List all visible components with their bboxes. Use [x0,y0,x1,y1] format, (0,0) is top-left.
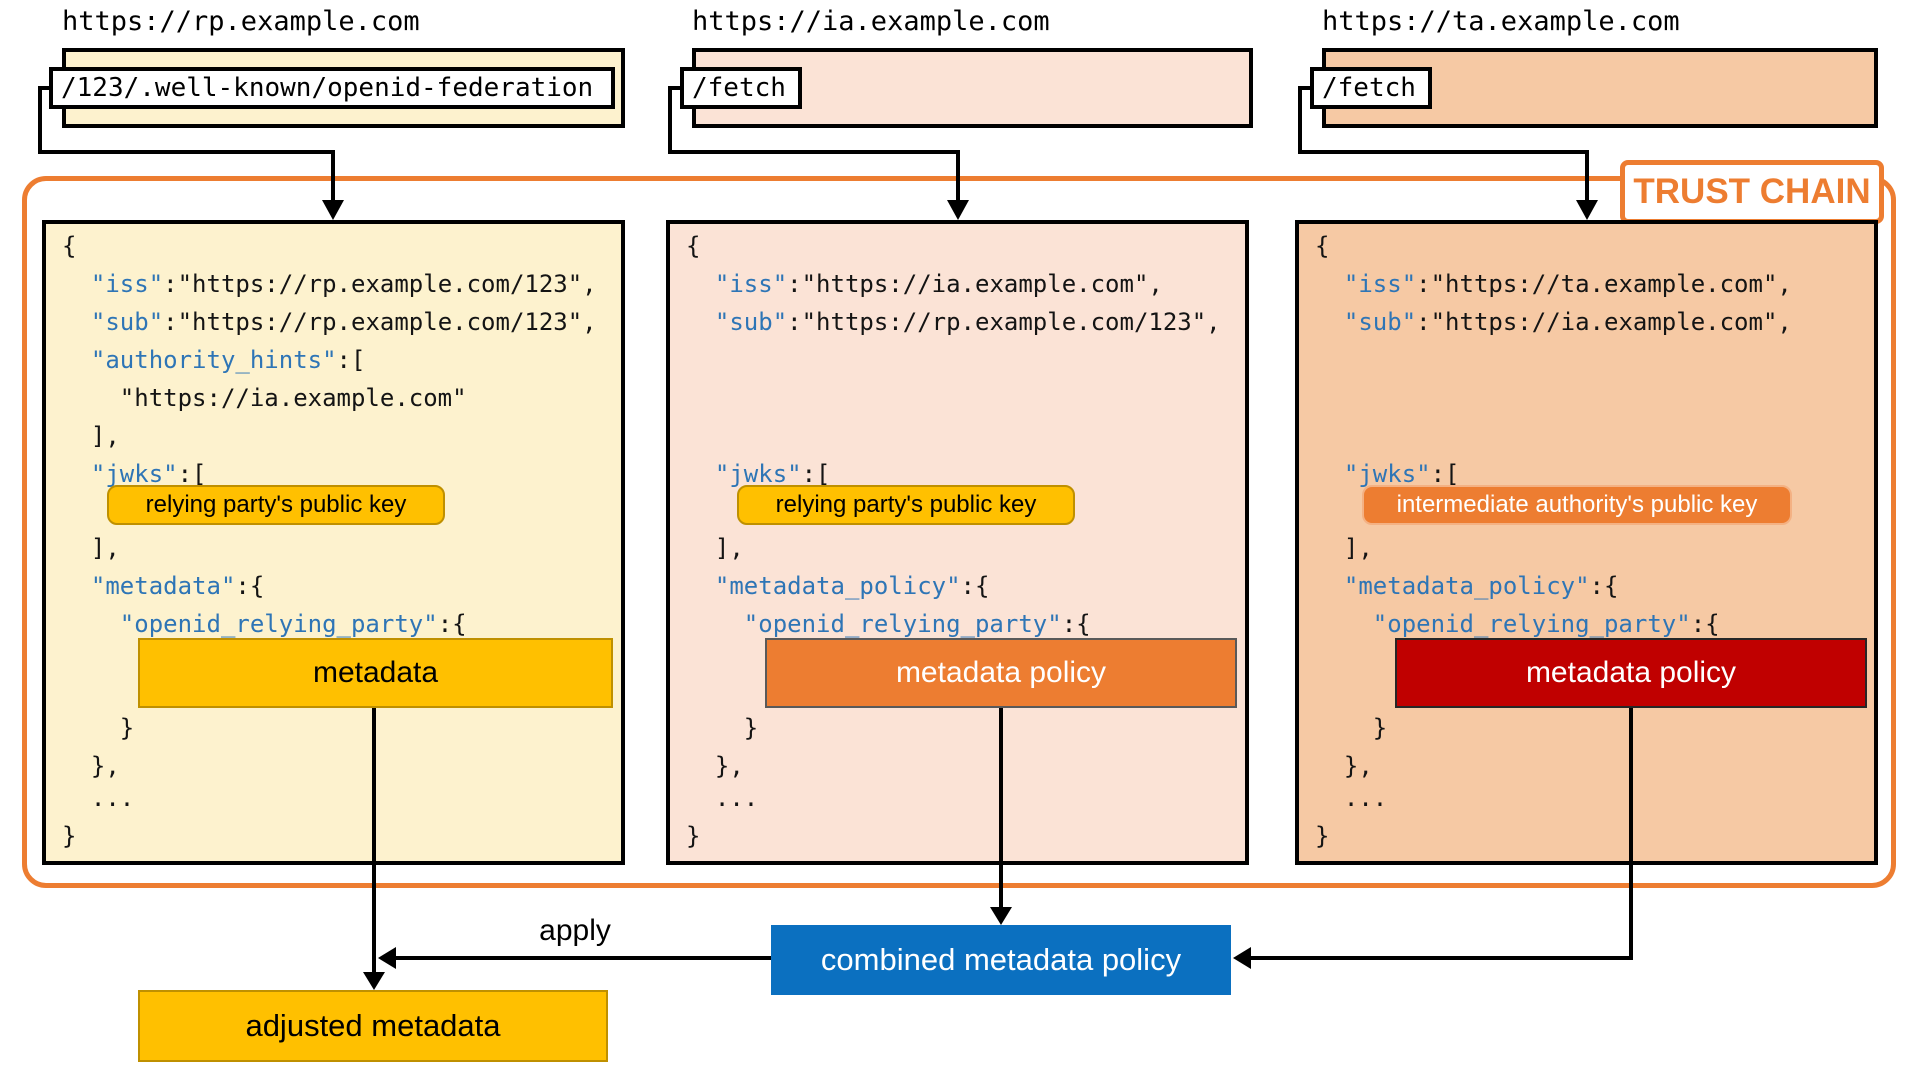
code-line: ... [62,784,135,812]
code-line: }, [686,752,744,780]
code-line: "metadata_policy":{ [714,572,990,600]
code-line: } [686,822,701,850]
code-line: "openid_relying_party":{ [743,610,1091,638]
rp-metadata-chip: metadata [138,638,613,708]
code-line: } [686,714,759,742]
code-line: { [1315,232,1330,260]
code-line: } [1315,714,1388,742]
code-line: ... [1315,784,1388,812]
code-line: "openid_relying_party":{ [119,610,467,638]
ia-fetch-path-box: /fetch [680,67,802,109]
code-line: ], [62,422,120,450]
rp-origin-label: https://rp.example.com [62,6,420,37]
code-line: ... [686,784,759,812]
code-line: "metadata":{ [90,572,265,600]
trust-chain-label: TRUST CHAIN [1620,160,1884,224]
code-line: "jwks":[ [714,460,831,488]
ta-fetch-path-box: /fetch [1310,67,1432,109]
rp-public-key-badge: relying party's public key [107,485,445,525]
code-line: "iss":"https://ia.example.com", [714,270,1163,298]
ia-metadata-policy-chip: metadata policy [765,638,1237,708]
code-line: { [686,232,701,260]
ta-origin-label: https://ta.example.com [1322,6,1680,37]
code-line: }, [1315,752,1373,780]
code-line: ], [62,534,120,562]
combined-metadata-policy-box: combined metadata policy [771,925,1231,995]
code-line: { [62,232,77,260]
code-line: "sub":"https://ia.example.com", [1343,308,1792,336]
code-line: ], [1315,534,1373,562]
ta-metadata-policy-chip: metadata policy [1395,638,1867,708]
adjusted-metadata-box: adjusted metadata [138,990,608,1062]
code-line: "https://ia.example.com" [62,384,467,412]
code-line: "iss":"https://ta.example.com", [1343,270,1792,298]
code-line: "iss":"https://rp.example.com/123", [90,270,597,298]
code-line: } [62,822,77,850]
code-line: "sub":"https://rp.example.com/123", [90,308,597,336]
ta-intermediate-public-key-badge: intermediate authority's public key [1362,485,1792,525]
ia-subject-public-key-badge: relying party's public key [737,485,1075,525]
apply-label: apply [539,914,611,947]
rp-entity-statement-box: { "iss":"https://rp.example.com/123", "s… [42,220,625,865]
code-line: "metadata_policy":{ [1343,572,1619,600]
ia-origin-label: https://ia.example.com [692,6,1050,37]
ta-entity-statement-box: { "iss":"https://ta.example.com", "sub":… [1295,220,1878,865]
code-line: "jwks":[ [90,460,207,488]
code-line: "jwks":[ [1343,460,1460,488]
code-line: "sub":"https://rp.example.com/123", [714,308,1221,336]
code-line: }, [62,752,120,780]
code-line: "openid_relying_party":{ [1372,610,1720,638]
code-line: ], [686,534,744,562]
apply-arrow [378,947,771,969]
rp-wellknown-path-box: /123/.well-known/openid-federation [49,67,615,109]
code-line: "authority_hints":[ [90,346,366,374]
ia-entity-statement-box: { "iss":"https://ia.example.com", "sub":… [666,220,1249,865]
code-line: } [1315,822,1330,850]
code-line: } [62,714,135,742]
